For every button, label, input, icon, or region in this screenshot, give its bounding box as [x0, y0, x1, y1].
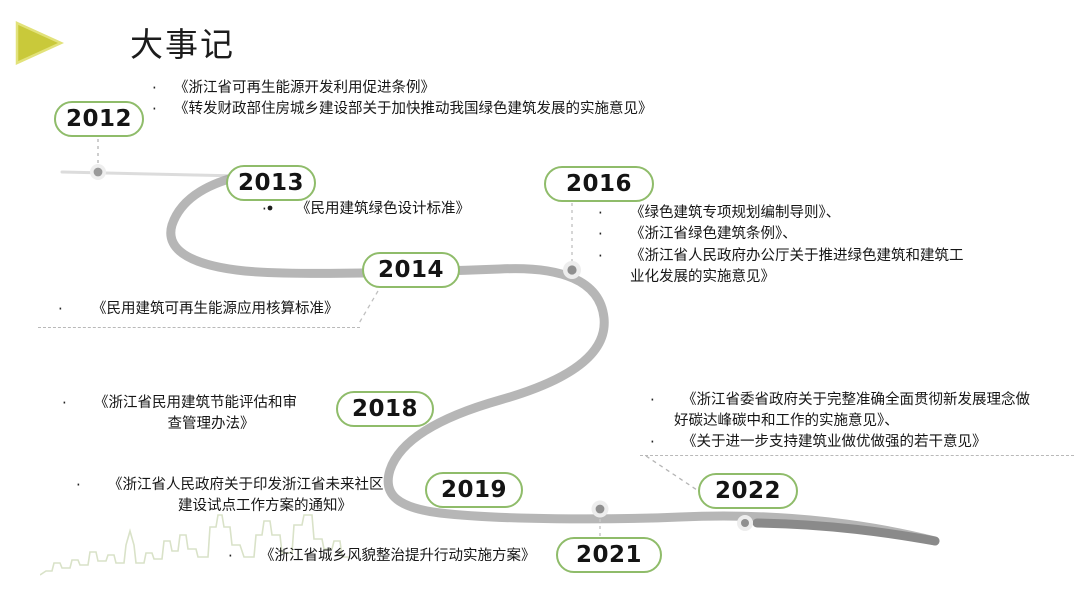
bullet-icon: · [598, 204, 603, 222]
list-item: · 《浙江省民用建筑节能评估和审 [62, 393, 330, 414]
event-text-2012: · 《浙江省可再生能源开发利用促进条例》 · 《转发财政部住房城乡建设部关于加快… [152, 78, 653, 121]
timeline-node-2021 [595, 504, 605, 514]
event-text-2018: · 《浙江省民用建筑节能评估和审 查管理办法》 [62, 393, 330, 435]
year-pill-2022[interactable]: 2022 [698, 473, 798, 509]
list-item: · 《民用建筑可再生能源应用核算标准》 [58, 299, 339, 320]
play-triangle-icon [15, 21, 64, 65]
list-item-continuation: 建设试点工作方案的通知》 [178, 498, 352, 515]
bullet-icon: · [152, 100, 157, 119]
list-item: · 《浙江省人民政府办公厅关于推进绿色建筑和建筑工 [598, 246, 964, 267]
bullet-icon: · [228, 547, 233, 565]
timeline-node-2012 [93, 167, 103, 177]
bullet-icon: · [62, 394, 67, 412]
list-item: · 《民用建筑绿色设计标准》 [262, 199, 470, 220]
dash-rule-2014 [38, 327, 360, 328]
list-item-continuation: 业化发展的实施意见》 [630, 268, 775, 285]
bullet-icon: · [650, 391, 655, 409]
list-item: · 《浙江省绿色建筑条例》、 [598, 224, 964, 245]
list-item: · 《浙江省可再生能源开发利用促进条例》 [152, 78, 653, 99]
timeline-node-2022-halo [737, 515, 753, 531]
connector-2014 [357, 290, 379, 326]
timeline-tail-path [752, 518, 940, 546]
year-pill-2014[interactable]: 2014 [362, 252, 460, 288]
timeline-node-2016-halo [563, 261, 581, 279]
event-text-2013: · 《民用建筑绿色设计标准》 [262, 199, 470, 220]
slide-header: 大事记 [0, 0, 1080, 80]
bullet-icon: · [152, 79, 157, 97]
timeline-node-2016 [567, 265, 577, 275]
year-pill-2021[interactable]: 2021 [556, 537, 662, 573]
bullet-icon: · [598, 225, 603, 244]
bullet-icon: · [598, 246, 603, 265]
timeline-node-2012-halo [90, 164, 106, 180]
list-item-continuation: 查管理办法》 [167, 416, 255, 433]
page-title: 大事记 [130, 25, 235, 64]
list-item-continuation: 好碳达峰碳中和工作的实施意见》、 [674, 413, 899, 430]
bullet-icon: · [76, 476, 81, 494]
list-item: · 《转发财政部住房城乡建设部关于加快推动我国绿色建筑发展的实施意见》 [152, 99, 653, 120]
year-pill-2016[interactable]: 2016 [544, 166, 654, 202]
event-text-2016: · 《绿色建筑专项规划编制导则》、 · 《浙江省绿色建筑条例》、 · 《浙江省人… [598, 203, 964, 287]
bullet-icon: · [650, 432, 655, 451]
timeline-segment-start [60, 170, 242, 178]
timeline-node-2021-halo [591, 500, 609, 518]
timeline-node-2022 [741, 519, 749, 527]
list-item: · 《绿色建筑专项规划编制导则》、 [598, 203, 964, 224]
year-pill-2013[interactable]: 2013 [226, 165, 316, 201]
connector-2022 [645, 455, 701, 493]
event-text-2019: · 《浙江省人民政府关于印发浙江省未来社区 建设试点工作方案的通知》 [76, 475, 424, 517]
bullet-icon: · [58, 300, 63, 318]
event-text-2021: · 《浙江省城乡风貌整治提升行动实施方案》 [228, 546, 536, 567]
year-pill-2019[interactable]: 2019 [425, 472, 523, 508]
year-pill-2012[interactable]: 2012 [54, 101, 144, 137]
list-item: · 《浙江省城乡风貌整治提升行动实施方案》 [228, 546, 536, 567]
list-item: · 《浙江省委省政府关于完整准确全面贯彻新发展理念做 [650, 390, 1030, 411]
event-text-2022: · 《浙江省委省政府关于完整准确全面贯彻新发展理念做 好碳达峰碳中和工作的实施意… [650, 390, 1030, 453]
year-pill-2018[interactable]: 2018 [336, 391, 434, 427]
bullet-icon: · [262, 200, 267, 218]
list-item: · 《关于进一步支持建筑业做优做强的若干意见》 [650, 432, 1030, 453]
dash-rule-2022 [640, 455, 1074, 456]
event-text-2014: · 《民用建筑可再生能源应用核算标准》 [58, 299, 339, 320]
list-item: · 《浙江省人民政府关于印发浙江省未来社区 [76, 475, 424, 496]
